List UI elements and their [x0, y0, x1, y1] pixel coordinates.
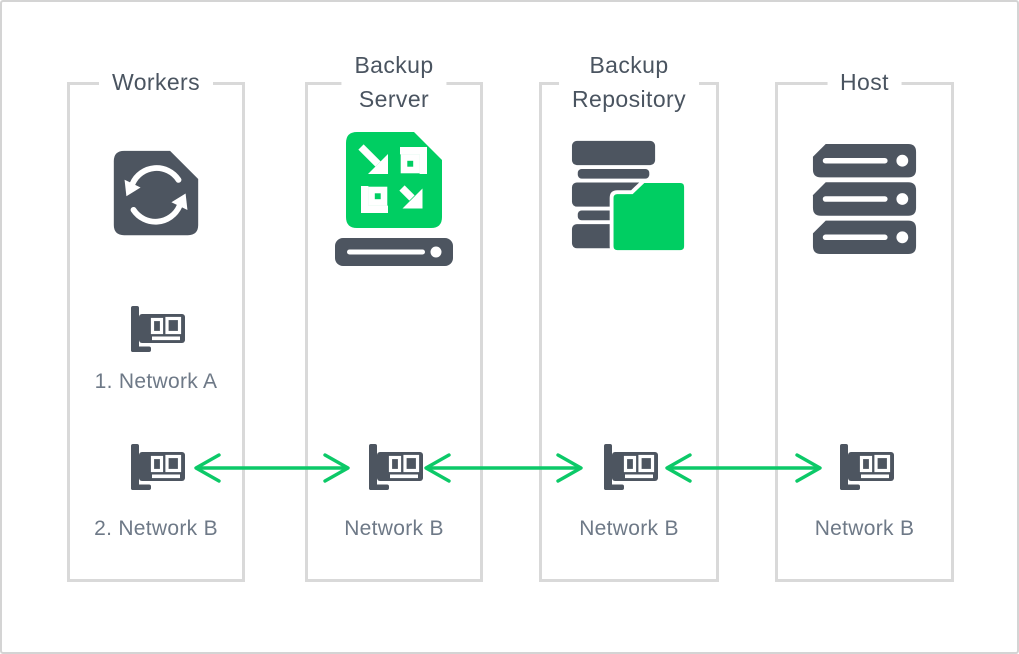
- backup-repository-icon: [566, 139, 692, 255]
- bidirectional-arrow-workers-backupserver: [194, 453, 350, 483]
- column-backup-server: Backup Server: [305, 48, 483, 582]
- column-title-backup-server: Backup Server: [341, 48, 447, 116]
- disk-drive-icon: [335, 238, 453, 266]
- network-b-label: Network B: [344, 517, 444, 540]
- network-card-icon: [124, 305, 188, 355]
- bidirectional-arrow-backupserver-repository: [424, 453, 583, 483]
- host-servers-icon: [810, 144, 920, 254]
- column-workers: Workers: [67, 65, 245, 582]
- sync-icon: [111, 148, 201, 238]
- column-title-host: Host: [827, 65, 902, 99]
- network-b-label: Network B: [814, 517, 915, 540]
- network-card-icon: [597, 443, 661, 493]
- network-b-label: Network B: [579, 517, 679, 540]
- network-a-label: 1. Network A: [94, 370, 218, 393]
- bidirectional-arrow-repository-host: [665, 453, 822, 483]
- network-card-icon: [124, 443, 188, 493]
- column-backup-repository: Backup Repository: [539, 48, 719, 582]
- network-b-label: 2. Network B: [94, 517, 218, 540]
- column-title-workers: Workers: [99, 65, 213, 99]
- column-title-backup-repository: Backup Repository: [559, 48, 699, 116]
- network-card-icon: [833, 443, 897, 493]
- column-host: Host: [775, 65, 954, 582]
- folder-icon: [609, 179, 688, 255]
- network-card-icon: [362, 443, 426, 493]
- backup-server-icon: [335, 130, 453, 266]
